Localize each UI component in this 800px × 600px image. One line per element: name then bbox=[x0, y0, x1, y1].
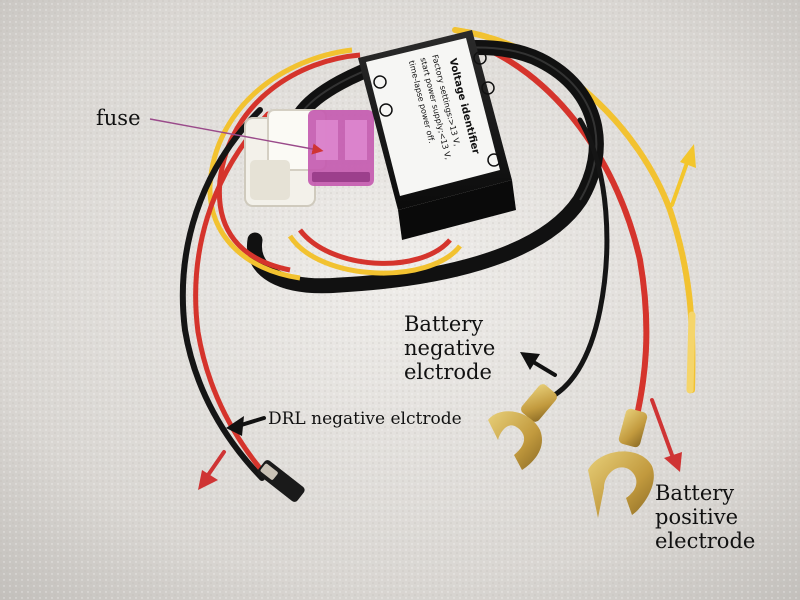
battery-negative-line-1: Battery bbox=[404, 312, 484, 336]
yellow-up-arrow-icon bbox=[670, 144, 696, 207]
battery-positive-line-1: Battery bbox=[655, 481, 735, 505]
in-plus-icon bbox=[473, 51, 487, 65]
drl-negative-label: DRL negative elctrode bbox=[268, 409, 462, 429]
battery-positive-label: Battery positive electrode bbox=[655, 481, 755, 553]
inner-wire-loop-red bbox=[216, 52, 361, 273]
fuse-label: fuse bbox=[96, 106, 141, 130]
battery-positive-terminal bbox=[588, 408, 654, 518]
drl-red-arrow-icon bbox=[198, 450, 226, 490]
fuse-pointer-line bbox=[149, 118, 324, 155]
battery-positive-line-2: positive bbox=[655, 505, 739, 530]
minus-terminal-icon bbox=[379, 103, 393, 117]
in-minus-icon bbox=[481, 81, 495, 95]
drl-arrow-icon bbox=[226, 416, 266, 436]
voltage-identifier-module: Voltage identifier Factory settings:>13 … bbox=[358, 30, 516, 240]
battery-negative-label: Battery negative elctrode bbox=[404, 312, 495, 384]
fuse bbox=[308, 110, 374, 186]
battery-negative-arrow-icon bbox=[520, 352, 557, 377]
battery-positive-red-arrow-icon bbox=[650, 398, 682, 472]
plus-terminal-icon bbox=[373, 75, 387, 89]
battery-positive-line-3: electrode bbox=[655, 529, 756, 554]
battery-negative-line-2: negative bbox=[404, 336, 496, 361]
drl-out-icon bbox=[487, 153, 501, 167]
black-wire bbox=[542, 117, 610, 403]
battery-negative-line-3: elctrode bbox=[404, 360, 492, 385]
battery-negative-terminal bbox=[488, 384, 557, 470]
drl-pin-connector bbox=[257, 460, 305, 502]
drl-red-wire bbox=[193, 111, 273, 483]
drl-black-wire bbox=[179, 107, 265, 481]
red-wire bbox=[457, 35, 650, 423]
